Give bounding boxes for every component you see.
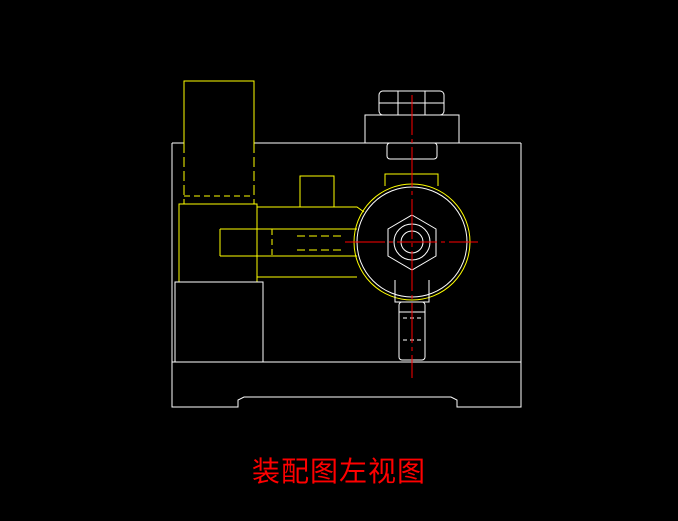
drawing-caption: 装配图左视图: [251, 455, 426, 488]
lower-block: [174, 281, 264, 363]
centerlines: [345, 95, 478, 378]
sleeve-and-shaft: [219, 175, 365, 278]
